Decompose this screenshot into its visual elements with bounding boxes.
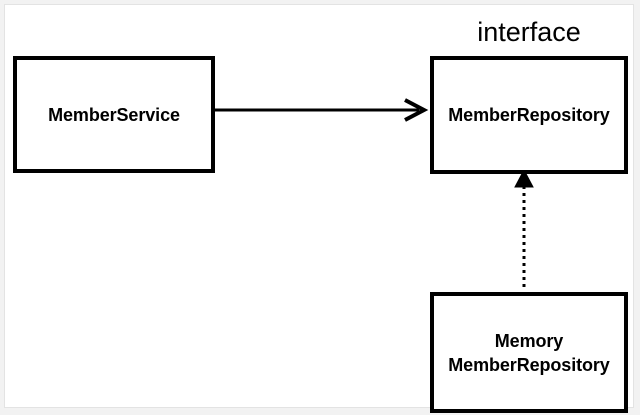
class-box-member-service[interactable]: MemberService [13,56,215,173]
class-box-memory-member-repository[interactable]: Memory MemberRepository [430,292,628,413]
class-box-label: MemberRepository [448,105,610,125]
class-box-label: MemberService [48,104,180,125]
association-arrow [210,98,429,122]
class-box-member-repository[interactable]: MemberRepository [430,56,628,174]
class-box-label: Memory MemberRepository [448,330,610,375]
interface-stereotype-label: interface [477,17,581,47]
realization-arrow [514,168,534,287]
diagram-canvas: interface MemberService MemberRepository… [4,4,634,413]
